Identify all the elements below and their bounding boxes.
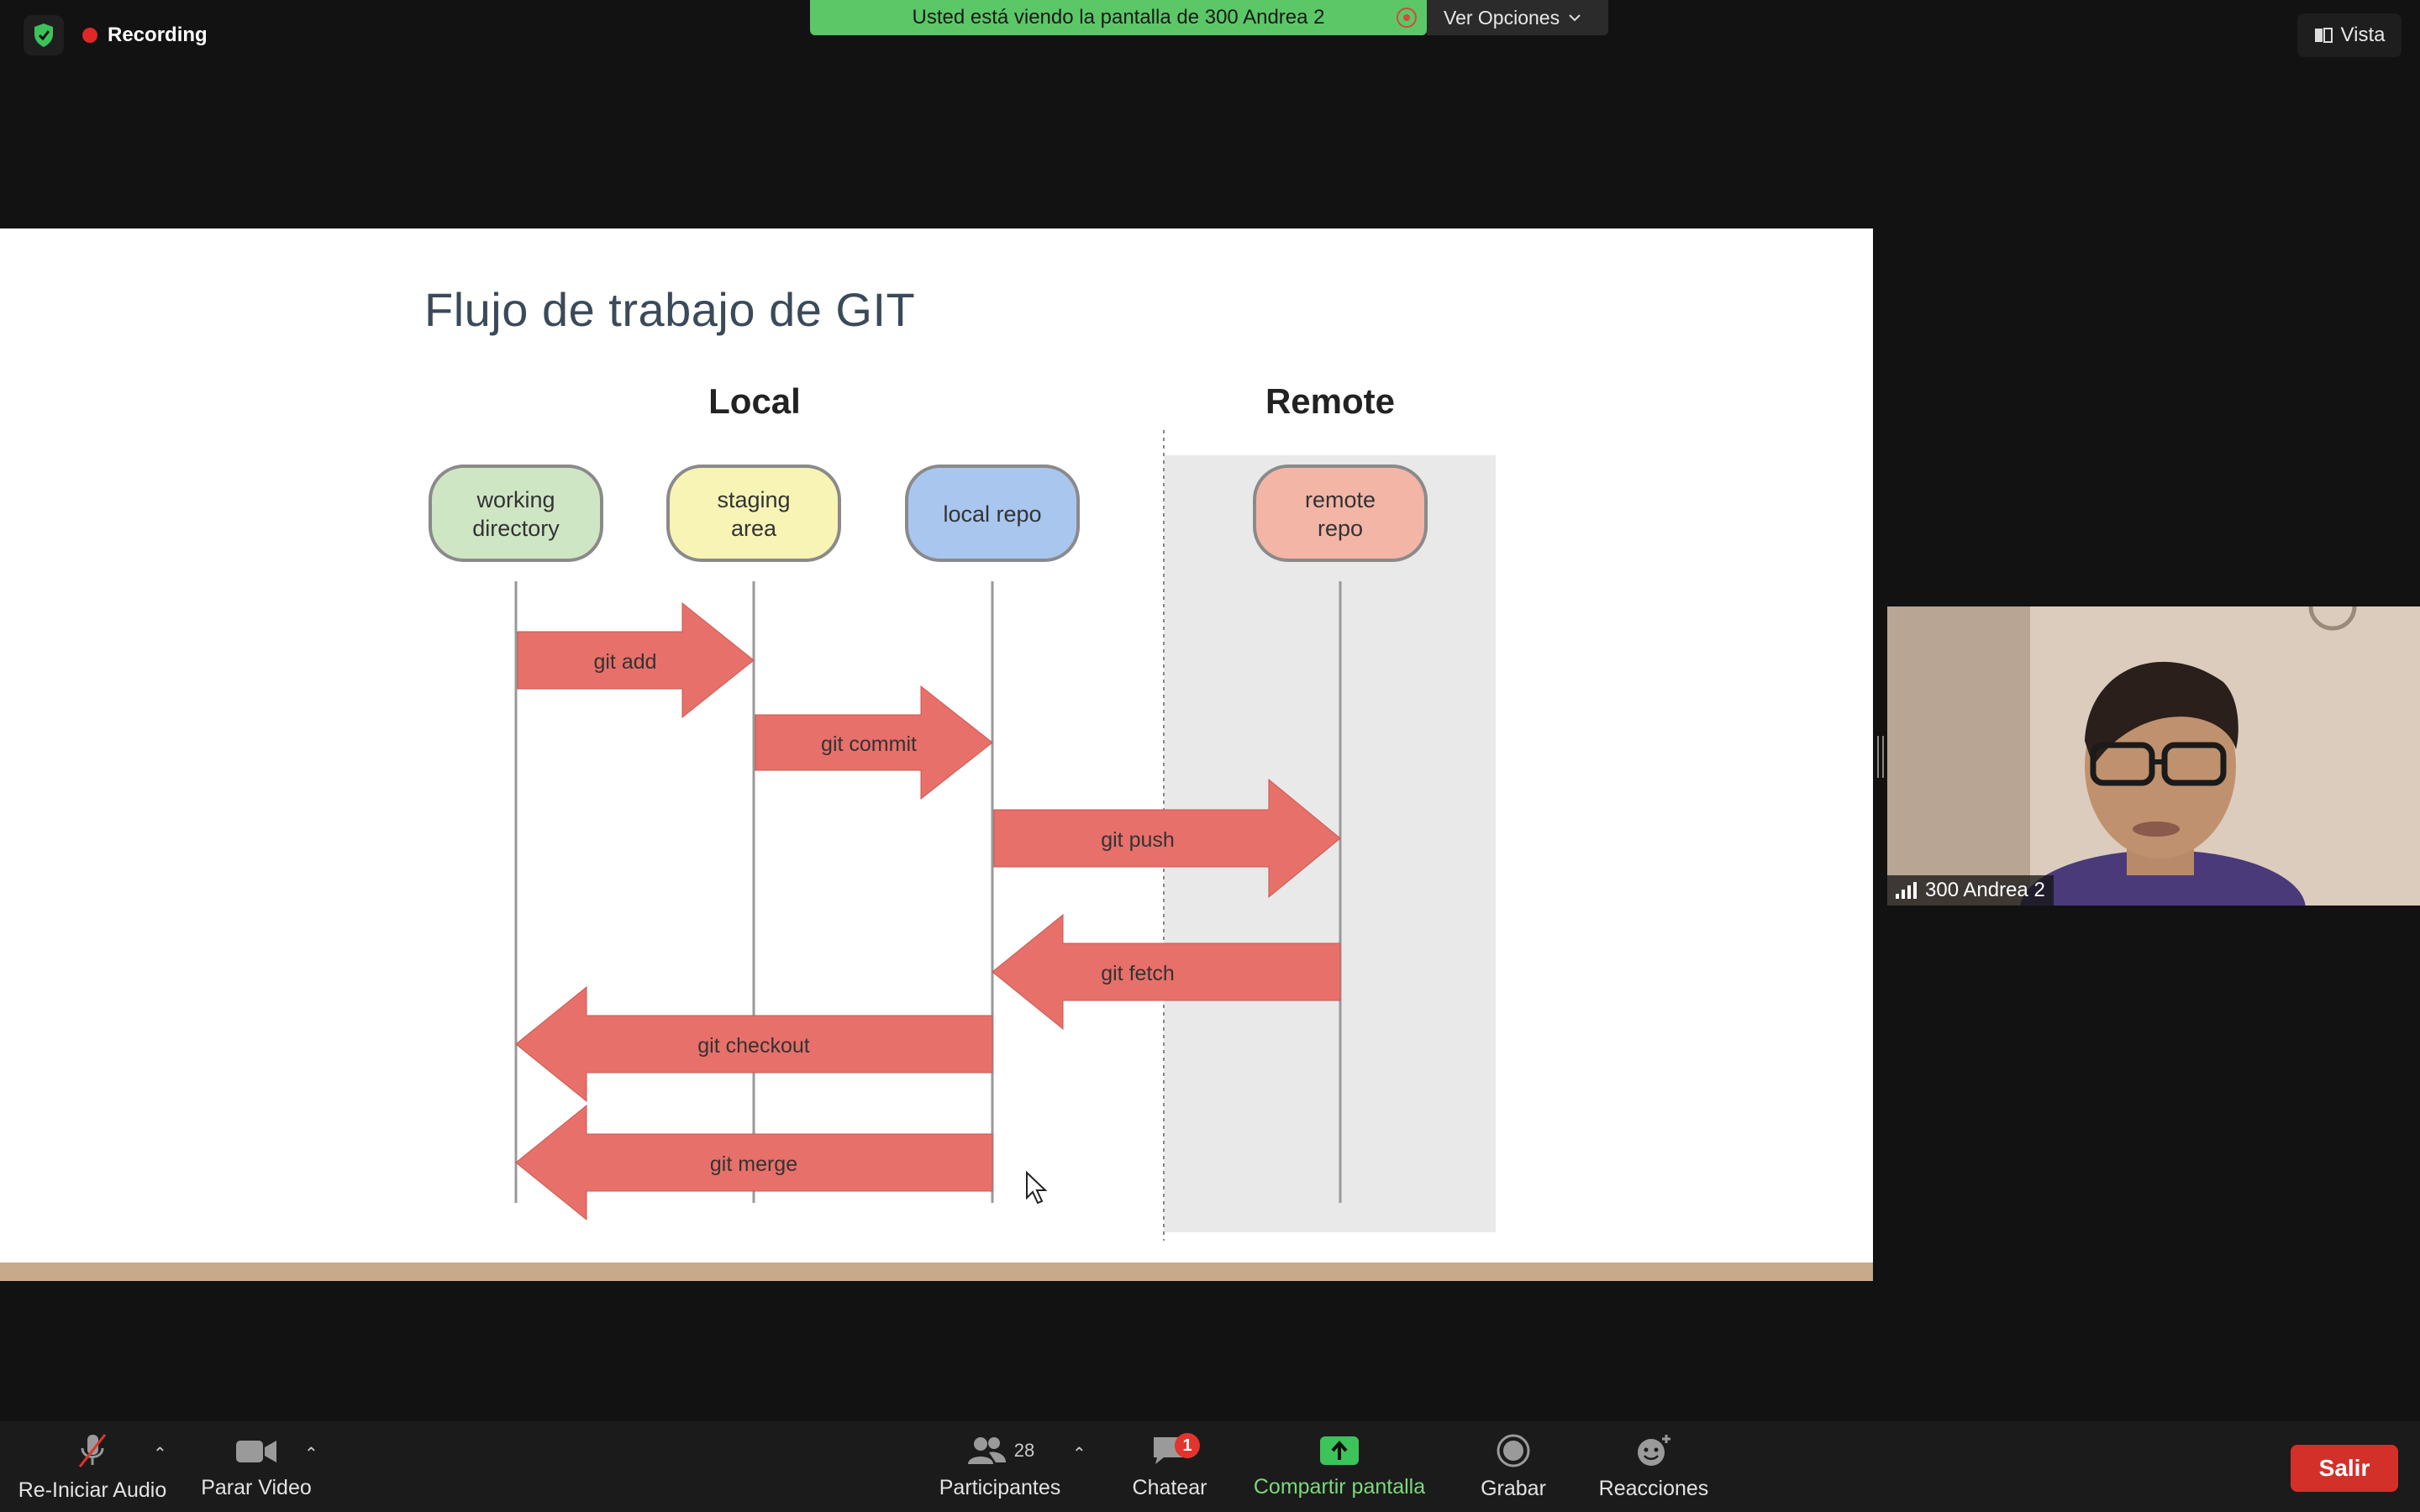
svg-text:working: working [476,487,555,512]
svg-text:git commit: git commit [821,732,917,756]
chat-button[interactable]: Chatear [1116,1421,1223,1512]
muted-microphone-icon [78,1433,107,1467]
svg-text:area: area [731,516,777,541]
chat-label: Chatear [1132,1475,1207,1499]
remote-header: Remote [1265,381,1395,421]
svg-text:git add: git add [593,650,656,674]
git-workflow-diagram: Local Remote working directory staging a… [429,381,1496,1241]
local-header: Local [708,381,801,421]
reactions-label: Reacciones [1598,1476,1709,1500]
arrow-git-push: git push [993,778,1341,899]
view-layout-icon [2314,28,2333,43]
share-screen-button[interactable]: Compartir pantalla [1245,1421,1434,1512]
share-screen-label: Compartir pantalla [1253,1474,1426,1499]
svg-text:remote: remote [1305,487,1376,512]
arrow-git-merge: git merge [515,1104,993,1221]
svg-text:repo: repo [1318,516,1363,541]
audio-button[interactable]: Re-Iniciar Audio [15,1421,170,1512]
chevron-down-icon [1569,14,1581,22]
share-screen-icon [1320,1436,1359,1465]
arrow-git-add: git add [517,601,755,719]
recording-dot-icon [82,28,97,43]
svg-text:git checkout: git checkout [697,1034,809,1058]
resize-handle[interactable] [1877,736,1884,778]
recording-label: Recording [108,24,208,46]
svg-text:staging: staging [717,487,790,512]
chat-unread-badge: 1 [1175,1433,1200,1458]
audio-label: Re-Iniciar Audio [18,1478,167,1502]
svg-text:git push: git push [1101,828,1175,852]
svg-text:git merge: git merge [710,1152,797,1176]
participant-video[interactable]: 300 Andrea 2 [1887,606,2420,906]
participant-name: 300 Andrea 2 [1925,879,2045,901]
svg-text:directory: directory [472,516,560,541]
leave-meeting-button[interactable]: Salir [2291,1445,2398,1492]
meeting-toolbar: Re-Iniciar Audio ⌃ Parar Video ⌃ 28 Part… [0,1421,2420,1512]
node-local-repo: local repo [905,465,1080,562]
participants-button[interactable]: 28 Participantes [931,1421,1069,1512]
signal-strength-icon [1896,882,1917,899]
participant-name-tag: 300 Andrea 2 [1887,875,2054,906]
arrow-git-fetch: git fetch [992,913,1341,1031]
participants-options-caret-icon[interactable]: ⌃ [1072,1445,1086,1463]
view-button[interactable]: Vista [2297,13,2402,57]
video-button[interactable]: Parar Video [195,1421,318,1512]
participants-label: Participantes [939,1475,1061,1499]
svg-text:local repo: local repo [943,501,1041,527]
participant-video-feed [1887,606,2420,906]
audio-options-caret-icon[interactable]: ⌃ [153,1445,167,1463]
participants-icon [967,1436,1006,1464]
node-working-directory: working directory [429,465,603,562]
share-banner-text: Usted está viendo la pantalla de 300 And… [912,6,1325,29]
arrow-git-checkout: git checkout [515,985,993,1103]
security-shield-icon[interactable] [24,15,64,55]
reactions-button[interactable]: Reacciones [1591,1421,1716,1512]
video-label: Parar Video [201,1475,312,1499]
node-remote-repo: remote repo [1253,465,1428,562]
mouse-cursor-icon [1026,1170,1048,1205]
video-camera-icon [236,1440,276,1462]
participants-count: 28 [1013,1439,1035,1461]
record-label: Grabar [1481,1476,1546,1500]
shared-screen: Flujo de trabajo de GIT Local Remote wor… [0,228,1873,1281]
svg-text:git fetch: git fetch [1101,962,1175,985]
view-options-button[interactable]: Ver Opciones [1427,0,1608,35]
slide-footer-bar [0,1263,1873,1281]
record-button[interactable]: Grabar [1462,1421,1565,1512]
meeting-status: Recording [24,15,208,55]
stop-share-icon[interactable] [1397,8,1417,28]
recording-indicator[interactable]: Recording [82,24,208,47]
view-label: Vista [2340,24,2386,46]
screen-share-banner: Usted está viendo la pantalla de 300 And… [810,0,1427,35]
node-staging-area: staging area [666,465,841,562]
slide-title: Flujo de trabajo de GIT [424,283,916,336]
video-options-caret-icon[interactable]: ⌃ [304,1445,318,1463]
view-options-label: Ver Opciones [1444,6,1560,29]
arrow-git-commit: git commit [755,685,993,801]
record-icon [1497,1434,1530,1467]
reactions-smiley-icon [1638,1434,1670,1466]
